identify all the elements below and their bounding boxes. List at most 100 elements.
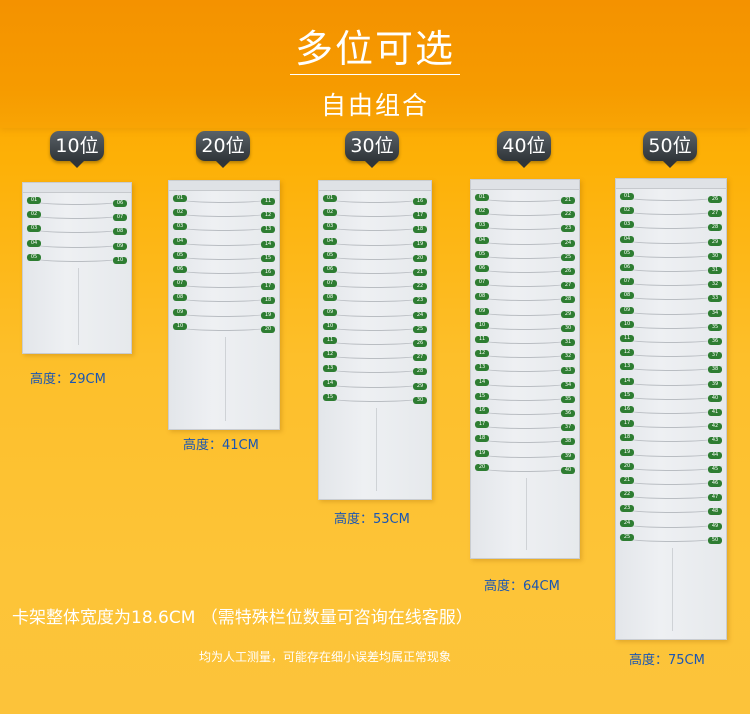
card-slot xyxy=(322,194,428,203)
slot-number: 05 xyxy=(173,251,187,259)
card-slot xyxy=(619,320,723,329)
card-slot xyxy=(474,207,576,217)
slot-number: 38 xyxy=(708,366,722,374)
slot-number: 08 xyxy=(620,292,634,300)
slot-number: 09 xyxy=(475,307,489,315)
slot-number: 04 xyxy=(475,236,489,244)
slot-number: 11 xyxy=(323,337,337,344)
slot-number: 40 xyxy=(708,394,722,402)
slot-number: 05 xyxy=(620,249,634,257)
slot-number: 13 xyxy=(475,364,489,372)
slot-number: 02 xyxy=(27,211,41,219)
card-slot xyxy=(322,350,428,360)
card-slot xyxy=(474,250,576,259)
slot-number: 29 xyxy=(708,238,722,246)
slot-number: 30 xyxy=(413,396,427,404)
slot-number: 21 xyxy=(620,477,634,484)
slot-number: 08 xyxy=(475,293,489,301)
slot-number: 04 xyxy=(173,237,187,245)
slot-number: 20 xyxy=(475,463,489,471)
card-slot xyxy=(172,265,276,274)
slot-number: 27 xyxy=(561,282,575,290)
slot-number: 47 xyxy=(708,494,722,502)
slot-number: 03 xyxy=(27,225,41,233)
slot-number: 17 xyxy=(475,421,489,429)
card-slot xyxy=(474,420,576,430)
slot-number: 37 xyxy=(708,352,722,360)
card-slot xyxy=(619,519,723,528)
card-slot xyxy=(474,193,576,202)
page-subtitle: 自由组合 xyxy=(320,91,429,120)
slot-number: 09 xyxy=(173,308,187,316)
card-slot xyxy=(322,222,428,232)
slot-number: 02 xyxy=(173,209,187,217)
card-slot xyxy=(322,393,428,402)
slot-number: 01 xyxy=(620,193,634,200)
slot-number: 20 xyxy=(261,325,275,333)
slot-number: 26 xyxy=(413,340,427,347)
rack-center-divider xyxy=(376,408,377,491)
card-slot xyxy=(322,237,428,246)
slot-number: 16 xyxy=(620,406,634,413)
slot-number: 01 xyxy=(475,194,489,201)
card-slot xyxy=(474,236,576,245)
slot-number: 34 xyxy=(708,309,722,317)
slot-number: 06 xyxy=(323,266,337,273)
slot-number: 26 xyxy=(708,196,722,203)
slot-number: 24 xyxy=(620,519,634,527)
slot-number: 35 xyxy=(708,323,722,331)
rack-tag-50: 50位 xyxy=(643,131,697,168)
rack-height-label: 高度：64CM xyxy=(484,579,560,594)
slot-number: 25 xyxy=(413,325,427,333)
card-slot xyxy=(172,279,276,289)
slot-number: 07 xyxy=(323,280,337,288)
slot-number: 22 xyxy=(413,283,427,291)
rack-height-label: 高度：53CM xyxy=(334,512,410,527)
card-slot xyxy=(322,208,428,218)
slot-number: 24 xyxy=(561,239,575,247)
card-slot xyxy=(322,293,428,303)
card-slot xyxy=(474,292,576,302)
slot-number: 08 xyxy=(113,228,127,236)
slot-number: 10 xyxy=(173,322,187,330)
rack-tag-20: 20位 xyxy=(196,131,250,168)
slot-number: 04 xyxy=(323,237,337,245)
slot-number: 15 xyxy=(261,254,275,262)
slot-number: 16 xyxy=(475,407,489,414)
slot-number: 45 xyxy=(708,465,722,473)
slot-number: 10 xyxy=(620,320,634,328)
rack-tag-40: 40位 xyxy=(497,131,551,168)
slot-number: 19 xyxy=(475,449,489,457)
slot-number: 49 xyxy=(708,522,722,530)
rack-tag-10: 10位 xyxy=(50,131,104,168)
slot-number: 04 xyxy=(27,239,41,247)
card-slot xyxy=(172,222,276,232)
slot-number: 27 xyxy=(708,210,722,218)
card-slot xyxy=(474,264,576,273)
slot-number: 15 xyxy=(475,392,489,400)
card-slot xyxy=(619,348,723,358)
slot-number: 12 xyxy=(261,212,275,220)
slot-number: 42 xyxy=(708,423,722,431)
card-slot xyxy=(619,291,723,301)
card-slot xyxy=(322,308,428,317)
card-slot xyxy=(474,307,576,316)
card-slot xyxy=(322,336,428,345)
card-slot xyxy=(474,363,576,373)
slot-number: 12 xyxy=(620,349,634,357)
card-slot xyxy=(322,322,428,331)
slot-number: 36 xyxy=(561,410,575,417)
card-slot xyxy=(474,378,576,387)
slot-number: 25 xyxy=(620,533,634,541)
slot-number: 01 xyxy=(173,195,187,202)
rack-height-label: 高度：29CM xyxy=(30,372,106,387)
card-slot xyxy=(619,476,723,485)
slot-number: 32 xyxy=(708,281,722,289)
rack-top-lip xyxy=(23,183,131,193)
card-slot xyxy=(619,391,723,400)
slot-number: 11 xyxy=(261,198,275,205)
slot-number: 14 xyxy=(261,240,275,248)
rack-center-divider xyxy=(526,478,527,550)
card-slot xyxy=(26,210,128,220)
slot-number: 02 xyxy=(475,208,489,216)
